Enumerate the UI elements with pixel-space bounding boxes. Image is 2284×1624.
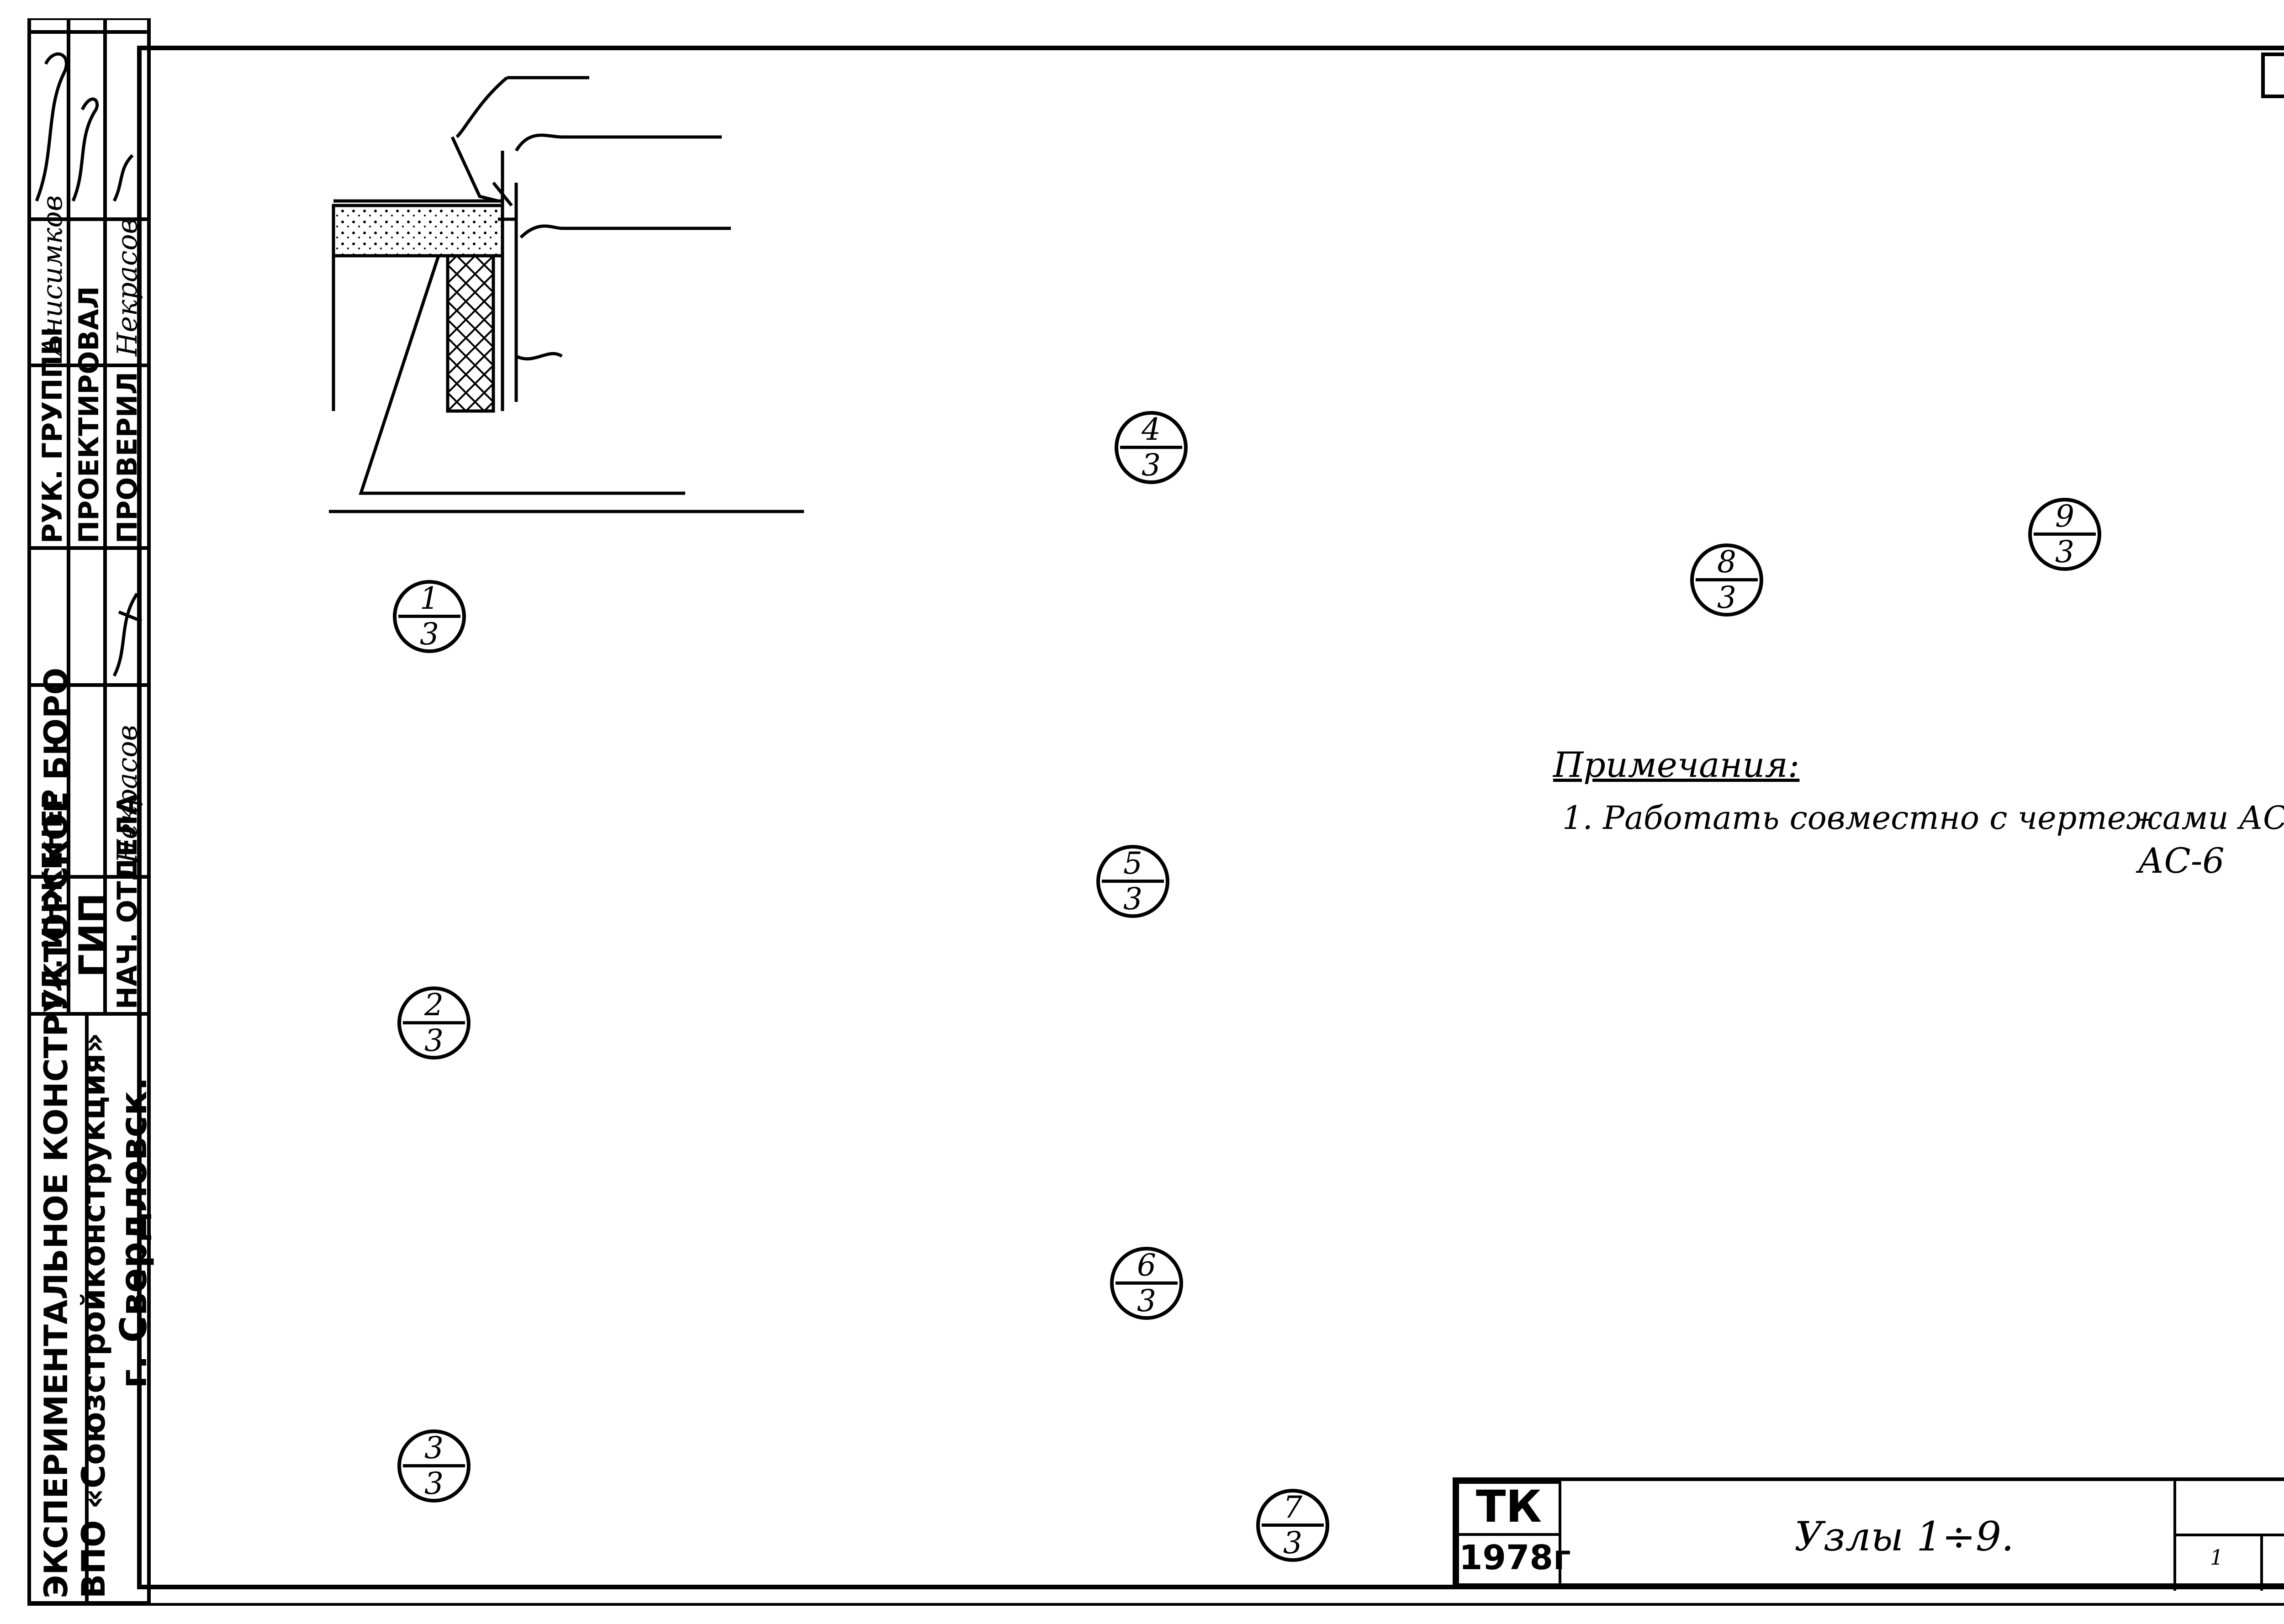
detail-label-2: 2 3 bbox=[397, 986, 471, 1060]
signatures bbox=[35, 52, 143, 677]
drawing-title: Узлы 1÷9. bbox=[1794, 1513, 2014, 1560]
detail-label-4-sheet: 3 bbox=[1142, 448, 1161, 483]
detail-label-4: 4 3 bbox=[1115, 411, 1188, 484]
detail-label-7-number: 7 bbox=[1283, 1490, 1302, 1525]
notes-item-1-continuation: АС-6 bbox=[2138, 840, 2225, 881]
detail-label-6: 6 3 bbox=[1110, 1247, 1183, 1320]
document-code: ТК bbox=[1456, 1481, 1561, 1536]
signature-checker bbox=[112, 154, 134, 202]
approval-stamp-sidebar: ЭКСПЕРИМЕНТАЛЬНОЕ КОНСТРУКТОРСКОЕ БЮРО В… bbox=[27, 18, 155, 1603]
detail-label-6-number: 6 bbox=[1137, 1248, 1156, 1283]
detail-label-8: 8 3 bbox=[1690, 543, 1763, 617]
detail-label-2-number: 2 bbox=[424, 987, 444, 1023]
detail-label-9-sheet: 3 bbox=[2055, 534, 2074, 569]
detail-label-1-sheet: 3 bbox=[420, 617, 439, 652]
title-block-col-divider bbox=[2260, 1534, 2263, 1591]
detail-label-8-sheet: 3 bbox=[1717, 580, 1736, 615]
detail-label-7-sheet: 3 bbox=[1283, 1525, 1302, 1561]
detail-label-5: 5 3 bbox=[1096, 845, 1169, 918]
detail-label-8-number: 8 bbox=[1717, 544, 1736, 580]
detail-label-2-sheet: 3 bbox=[424, 1023, 444, 1058]
sheet-index: 1 bbox=[2210, 1545, 2224, 1570]
detail-label-7: 7 3 bbox=[1256, 1489, 1329, 1562]
document-year: 1978г bbox=[1456, 1533, 1571, 1587]
detail-label-1-number: 1 bbox=[420, 581, 439, 616]
sheet-trim-line bbox=[27, 1603, 2284, 1606]
detail-label-3: 3 3 bbox=[397, 1429, 471, 1503]
signature-group-leader bbox=[35, 52, 68, 202]
detail-label-6-sheet: 3 bbox=[1137, 1283, 1156, 1318]
signature-designer bbox=[71, 97, 99, 202]
title-block: ТК 1978г Узлы 1÷9. 1 bbox=[1453, 1477, 2284, 1591]
detail-1-drawing bbox=[329, 76, 804, 513]
detail-label-3-number: 3 bbox=[424, 1430, 444, 1466]
detail-label-3-sheet: 3 bbox=[424, 1466, 444, 1501]
sheet-frame bbox=[137, 46, 2284, 1589]
detail-label-1: 1 3 bbox=[393, 580, 466, 653]
detail-label-5-sheet: 3 bbox=[1123, 881, 1142, 917]
notes-item-1: 1. Работать совместно с чертежами АС-3 bbox=[1562, 799, 2284, 837]
sheet-number: 6 bbox=[2261, 53, 2284, 98]
detail-label-9-number: 9 bbox=[2055, 499, 2074, 534]
notes-title: Примечания: bbox=[1553, 744, 1800, 785]
detail-label-5-number: 5 bbox=[1123, 846, 1142, 881]
detail-label-4-number: 4 bbox=[1142, 412, 1161, 447]
detail-label-9: 9 3 bbox=[2028, 498, 2101, 571]
stamp-grid bbox=[27, 18, 151, 1603]
title-block-row-divider bbox=[2173, 1534, 2284, 1536]
signature-department-head bbox=[112, 593, 143, 677]
